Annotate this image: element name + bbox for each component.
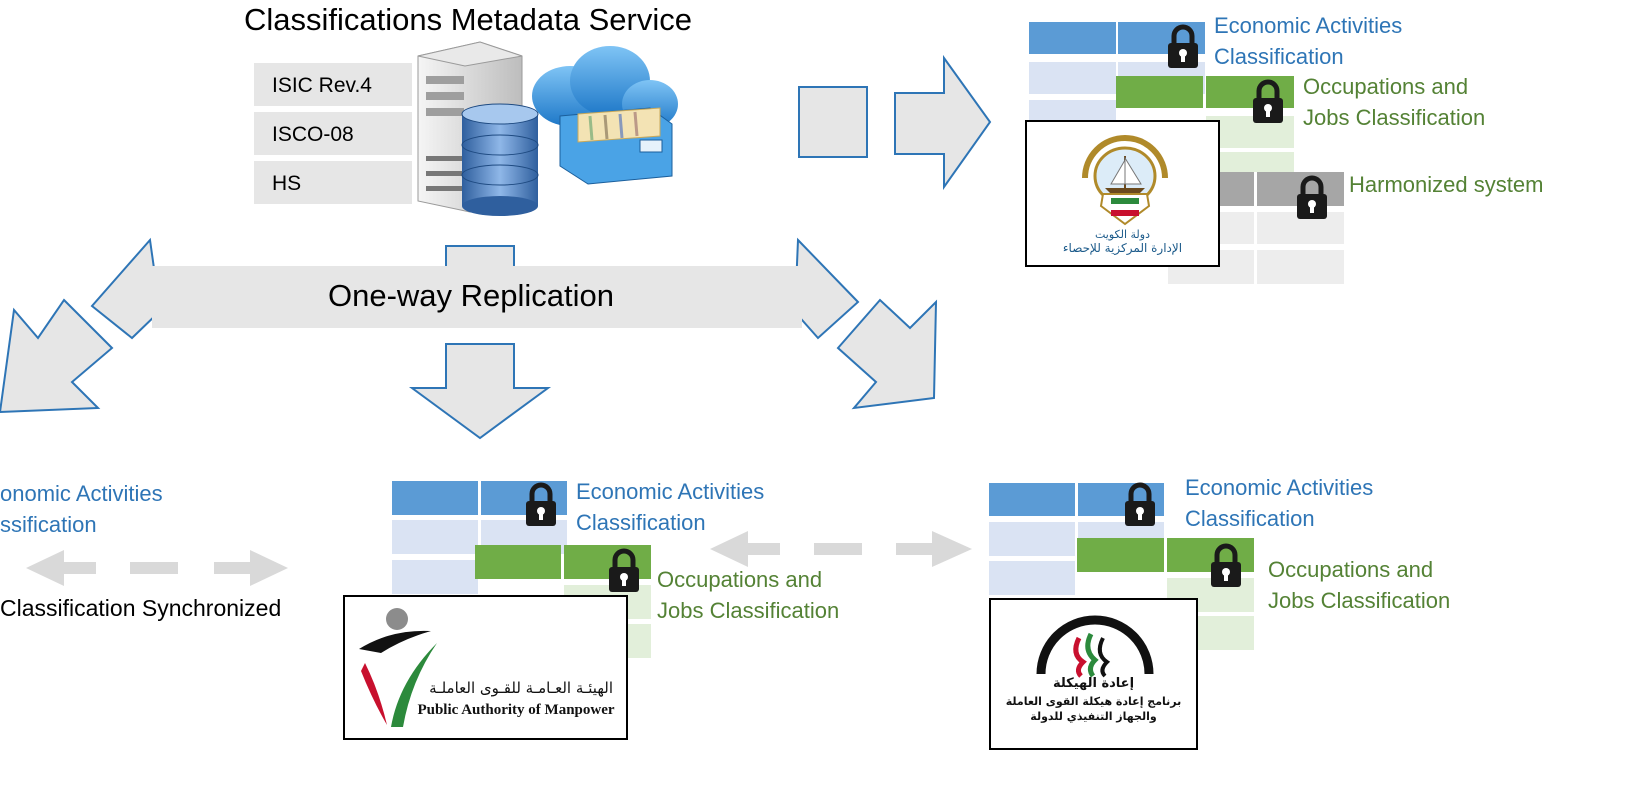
replication-label: One-way Replication: [328, 278, 615, 313]
list-item-isic: ISIC Rev.4: [254, 63, 414, 109]
service-title: Classifications Metadata Service: [244, 2, 692, 37]
pam-logo: الهيئـة العـامـة للقـوى العاملـة Public …: [343, 595, 628, 740]
replication-arrow-right: [798, 54, 992, 191]
list-item-isco: ISCO-08: [254, 112, 414, 158]
sync-arrow-left: [26, 550, 288, 586]
csb-logo: دولة الكويت الإدارة المركزية للإحصاء: [1025, 120, 1220, 267]
lock-icon: [1209, 543, 1243, 587]
logo-text-arabic: الهيئـة العـامـة للقـوى العاملـة: [429, 679, 613, 697]
logo-text-english: Public Authority of Manpower: [417, 702, 615, 718]
server-database-icon: [417, 41, 678, 216]
restructuring-emblem-icon: [1036, 615, 1154, 678]
lock-icon: [607, 548, 641, 592]
pam-emblem-icon: [359, 608, 437, 727]
list-item-hs: HS: [254, 161, 414, 207]
logo-text: دولة الكويت الإدارة المركزية للإحصاء: [1062, 228, 1183, 255]
lock-icon: [524, 482, 558, 526]
logo-text: إعادة الهيكلة برنامج إعادة هيكلة القوى ا…: [1005, 676, 1182, 723]
restructuring-logo: إعادة الهيكلة برنامج إعادة هيكلة القوى ا…: [989, 598, 1198, 750]
lock-icon: [1166, 24, 1200, 68]
lock-icon: [1123, 482, 1157, 526]
replication-arrows: [0, 237, 938, 440]
lock-icon: [1251, 79, 1285, 123]
sync-label: Classification Synchronized: [0, 595, 282, 621]
emblem-icon: [1082, 135, 1168, 226]
harmonized-label: Harmonized system: [1349, 172, 1544, 197]
sync-arrow-center: [710, 531, 972, 567]
lock-icon: [1295, 175, 1329, 219]
